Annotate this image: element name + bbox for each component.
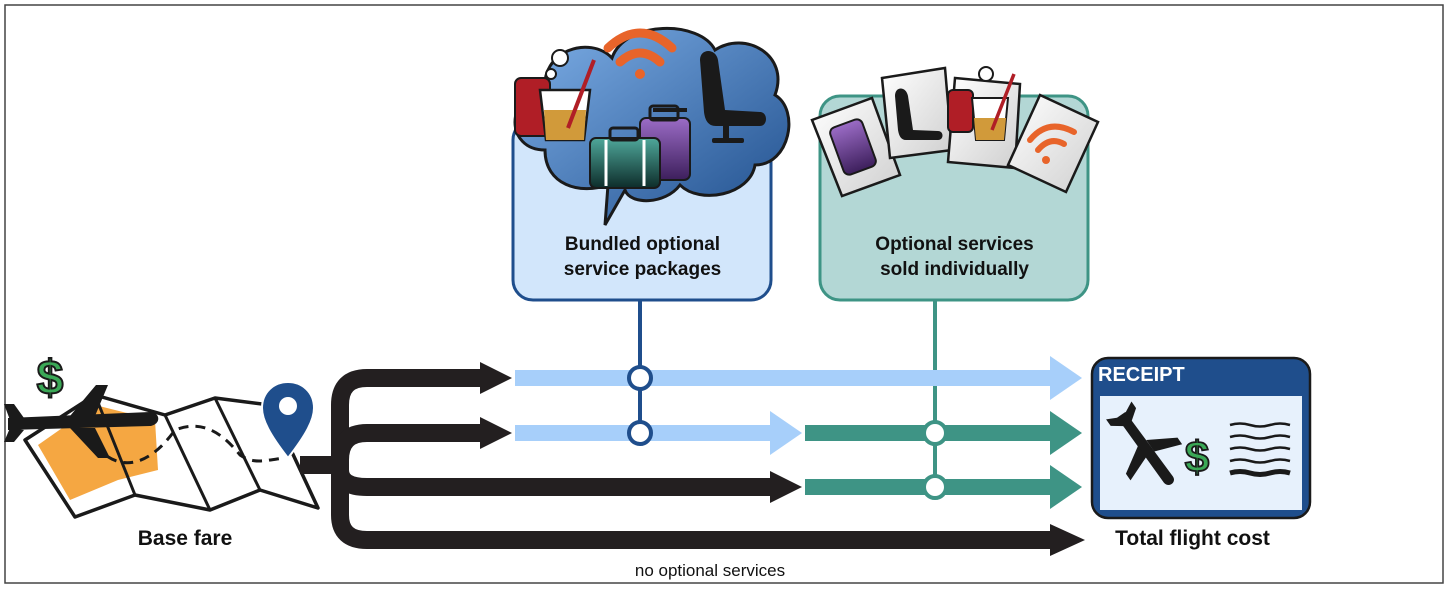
bundled-label-line-1: Bundled optional: [564, 234, 721, 255]
location-pin-icon: [260, 380, 316, 460]
luggage-icon: [589, 104, 691, 189]
airplane-icon: [4, 385, 159, 458]
individual-label-line-2: sold individually: [880, 259, 1029, 280]
frame-border: [4, 4, 1444, 584]
bundled-junction-1: [627, 365, 653, 391]
arrowhead-route-4: [1050, 524, 1085, 556]
individual-junction-2: [922, 474, 948, 500]
paper-seat-icon: [880, 66, 954, 160]
no-optional-services-label: no optional services: [634, 561, 786, 580]
receipt-header: RECEIPT: [1098, 364, 1185, 386]
bundled-arrow-route-2: [515, 411, 802, 455]
individual-junction-1: [922, 420, 948, 446]
seat-icon: [700, 51, 766, 143]
arrowhead-route-3: [770, 471, 802, 503]
receipt-airplane-icon: [1106, 401, 1183, 485]
receipt-icon: $: [1090, 356, 1312, 520]
paper-wifi-icon: [1006, 93, 1100, 194]
paper-drink-icon: [946, 66, 1022, 170]
bundled-label-line-2: service packages: [563, 259, 722, 280]
receipt-dollar-icon: $: [1185, 433, 1209, 482]
total-flight-cost-label: Total flight cost: [1115, 527, 1270, 550]
wifi-icon: [603, 28, 677, 79]
paper-luggage-icon: [810, 96, 902, 198]
arrowhead-route-2: [480, 417, 512, 449]
base-fare-label: Base fare: [137, 527, 233, 550]
base-fare-branches: [300, 369, 1055, 549]
individual-label: Optional services sold individually: [822, 232, 1087, 282]
arrowhead-route-1: [480, 362, 512, 394]
bundled-label: Bundled optional service packages: [515, 232, 770, 282]
drink-icon: [514, 49, 596, 142]
individual-label-line-1: Optional services: [875, 234, 1034, 255]
bundled-junction-2: [627, 420, 653, 446]
dollar-icon: $: [37, 352, 64, 405]
bundled-arrow-route-1: [515, 356, 1082, 400]
